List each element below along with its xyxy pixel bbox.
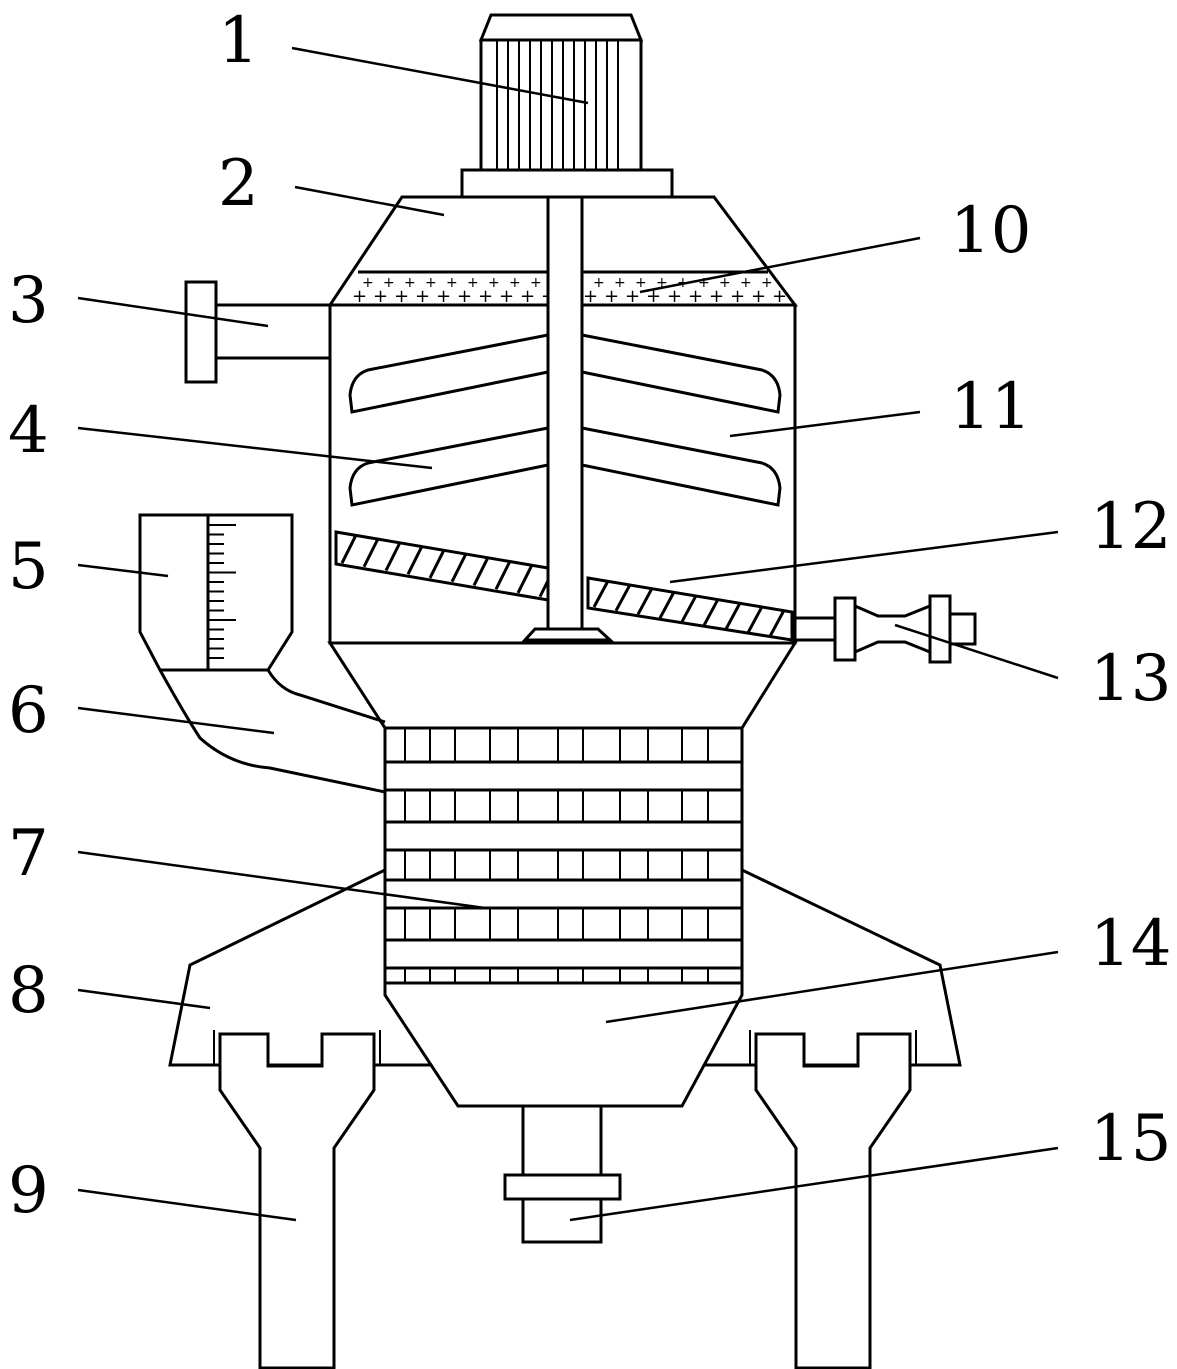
filter-particle: +: [761, 275, 773, 291]
mesh-hatch-line: [472, 556, 490, 587]
filter-particle: +: [593, 275, 605, 291]
screen-mesh: [334, 530, 794, 642]
callout-10: 10: [950, 194, 1031, 268]
filter-particle: +: [436, 286, 451, 307]
callout-13: 13: [1090, 642, 1171, 716]
mesh-hatch-line: [614, 583, 632, 612]
filter-particle: +: [488, 275, 500, 291]
filter-particle: +: [362, 275, 374, 291]
callout-1: 1: [218, 4, 259, 78]
callout-6: 6: [8, 674, 49, 748]
filter-particle: +: [457, 286, 472, 307]
filter-particle: +: [667, 286, 682, 307]
lower-cone: [327, 641, 798, 730]
filter-particle: +: [530, 275, 542, 291]
mesh-hatch-line: [406, 545, 424, 575]
mesh-hatch-line: [658, 591, 676, 619]
filter-particle: +: [625, 286, 640, 307]
mesh-hatch-line: [768, 609, 786, 638]
filter-particle: +: [730, 286, 745, 307]
filter-particle: +: [719, 275, 731, 291]
mesh-hatch-line: [746, 605, 764, 634]
mesh-hatch-line: [680, 594, 698, 623]
callout-7: 7: [8, 817, 49, 891]
filter-particle: +: [688, 286, 703, 307]
support-leg-left: [213, 1030, 381, 1369]
filter-particle: +: [467, 275, 479, 291]
callout-3: 3: [8, 264, 49, 338]
mesh-hatch-line: [340, 534, 358, 564]
filter-particle: +: [352, 286, 367, 307]
motor-base: [460, 168, 674, 199]
callout-11: 11: [950, 370, 1031, 444]
callout-8: 8: [8, 954, 49, 1028]
callout-labels: 1 2 3 4 5 6 7 8 9 10 11 12 13 14 15: [8, 4, 1171, 1228]
filter-particle: +: [499, 286, 514, 307]
mesh-hatch-line: [384, 541, 402, 572]
filter-particle: +: [415, 286, 430, 307]
collecting-hopper: [383, 981, 744, 1108]
callout-4: 4: [8, 394, 49, 468]
filter-particle: +: [604, 286, 619, 307]
motor: [478, 13, 644, 172]
filter-particle: +: [425, 275, 437, 291]
mesh-hatch-line: [592, 580, 610, 608]
filter-particle: +: [772, 286, 787, 307]
filter-particle: +: [446, 275, 458, 291]
callout-15: 15: [1090, 1102, 1171, 1176]
filter-particle: +: [656, 275, 668, 291]
filter-particle: +: [404, 275, 416, 291]
filter-particle: +: [698, 275, 710, 291]
stirring-blades: [348, 333, 782, 507]
outlet-valve: [793, 594, 977, 664]
support-leg-right: [749, 1030, 917, 1369]
discharge-pipe: [503, 1104, 622, 1244]
filter-particle: +: [478, 286, 493, 307]
mesh-hatch-line: [450, 553, 468, 583]
callout-12: 12: [1090, 490, 1171, 564]
callout-9: 9: [8, 1154, 49, 1228]
filter-particle: +: [373, 286, 388, 307]
mesh-hatch-line: [724, 602, 742, 630]
filter-particle: +: [614, 275, 626, 291]
callout-2: 2: [218, 147, 259, 221]
inlet-valve: [184, 280, 330, 384]
mesh-hatch-line: [428, 549, 446, 579]
mesh-hatch-line: [636, 587, 654, 616]
filter-particle: +: [635, 275, 647, 291]
measuring-cup: [138, 513, 294, 672]
mesh-hatch-line: [494, 560, 512, 590]
leader-lines: [77, 46, 1059, 1222]
filter-particle: +: [583, 286, 598, 307]
filter-particle: +: [394, 286, 409, 307]
filter-particle: +: [509, 275, 521, 291]
filter-particle: +: [709, 286, 724, 307]
filter-particle: +: [383, 275, 395, 291]
feed-pipe: [158, 669, 386, 794]
filter-particle: +: [520, 286, 535, 307]
mesh-hatch-line: [516, 564, 534, 594]
mesh-hatch-line: [362, 538, 380, 568]
filter-particle: +: [751, 286, 766, 307]
cooling-section: [383, 726, 744, 985]
filter-particle: +: [740, 275, 752, 291]
callout-5: 5: [8, 530, 49, 604]
callout-14: 14: [1090, 907, 1171, 981]
mesh-hatch-line: [702, 598, 720, 627]
stirring-shaft: [521, 195, 614, 642]
